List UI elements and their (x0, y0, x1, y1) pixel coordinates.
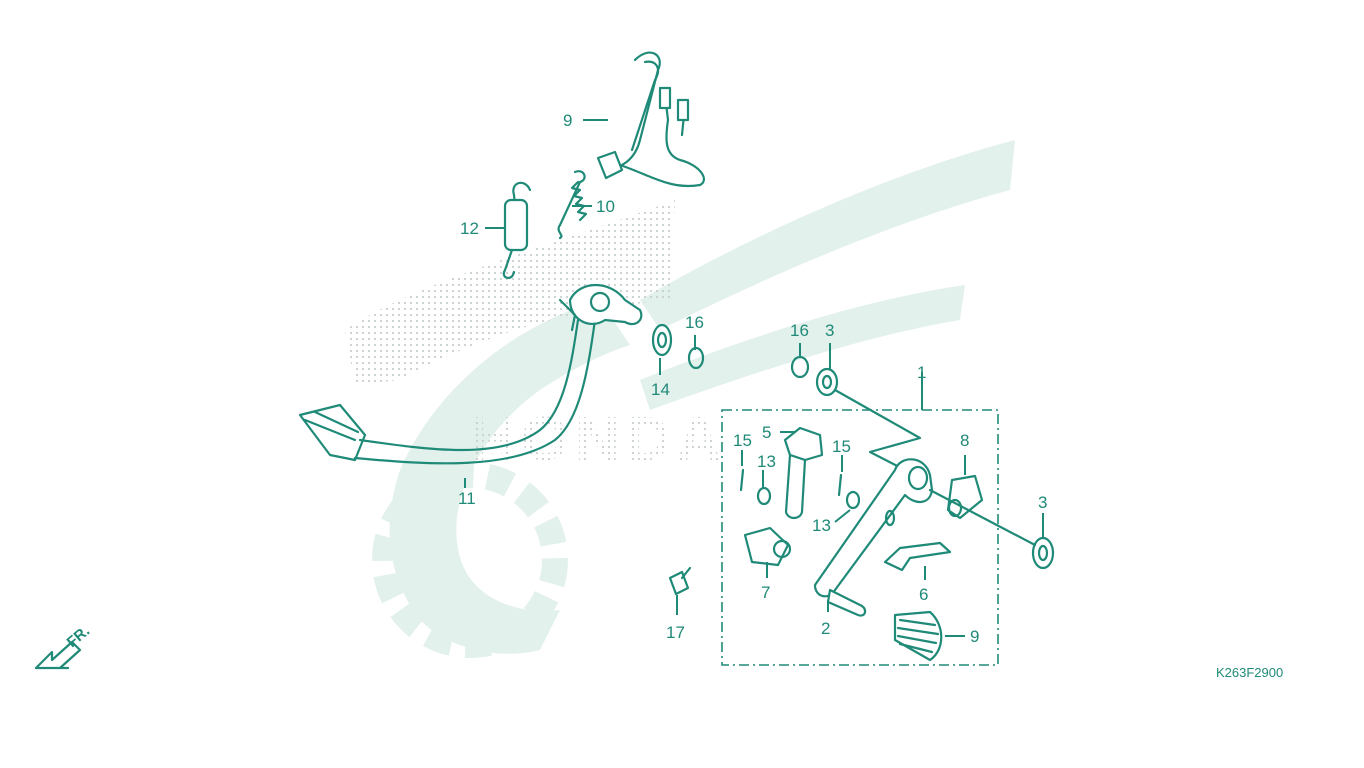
joint-part-6 (743, 526, 792, 567)
callout-labels: 9 10 12 11 14 16 16 3 1 5 15 15 13 13 8 … (458, 111, 1047, 646)
figure-code: K263F2900 (1216, 665, 1283, 680)
callout-6: 7 (761, 583, 770, 602)
callout-15-right: 15 (832, 437, 851, 456)
pin-part-15-left (739, 468, 745, 492)
clip-part-16-right (790, 355, 810, 379)
spring-part-10 (557, 170, 588, 240)
callout-13-right: 13 (812, 516, 831, 535)
callout-7: 8 (960, 431, 969, 450)
callout-13-left: 13 (757, 452, 776, 471)
brake-pedal-part-11 (298, 284, 643, 465)
callout-12: 12 (460, 219, 479, 238)
callout-8: 9 (970, 627, 979, 646)
switch-harness-part-9 (596, 51, 705, 188)
callout-17: 17 (666, 623, 685, 642)
rubber-part-8 (893, 610, 943, 662)
front-direction-arrow: FR. (34, 623, 93, 670)
shift-arm-part-4 (783, 426, 824, 520)
callout-14: 14 (651, 380, 670, 399)
pin-part-15-right (837, 473, 843, 497)
callout-2: 2 (821, 619, 830, 638)
return-spring-part-12 (502, 181, 532, 279)
bolt-part-17 (668, 566, 692, 596)
shaft-line (928, 488, 1037, 547)
callout-5: 6 (919, 585, 928, 604)
washer-part-13-left (756, 486, 772, 506)
honda-watermark-text: HONDA (470, 405, 727, 474)
callout-3-lower: 3 (1038, 493, 1047, 512)
callout-16-left: 16 (685, 313, 704, 332)
assembly-outline (721, 409, 999, 666)
shift-pedal-part-2 (813, 458, 934, 617)
washer-part-3-upper (815, 367, 839, 397)
washer-part-3-lower (1031, 536, 1055, 570)
arrow-icon (34, 640, 82, 670)
callout-16-right: 16 (790, 321, 809, 340)
washer-part-14 (651, 323, 673, 357)
callout-15-left: 15 (733, 431, 752, 450)
callout-4: 5 (762, 423, 771, 442)
honda-wing-watermark: HONDA (345, 140, 1015, 658)
joint-part-7 (946, 474, 984, 520)
callout-10: 10 (596, 197, 615, 216)
leader-lines (464, 119, 1044, 637)
callout-1: 1 (917, 363, 926, 382)
clip-part-5 (883, 541, 952, 572)
assembly-bracket (833, 388, 922, 472)
washer-part-13-right (845, 490, 861, 510)
callout-9: 9 (563, 111, 572, 130)
callout-11: 11 (458, 489, 476, 508)
callout-3-upper: 3 (825, 321, 834, 340)
